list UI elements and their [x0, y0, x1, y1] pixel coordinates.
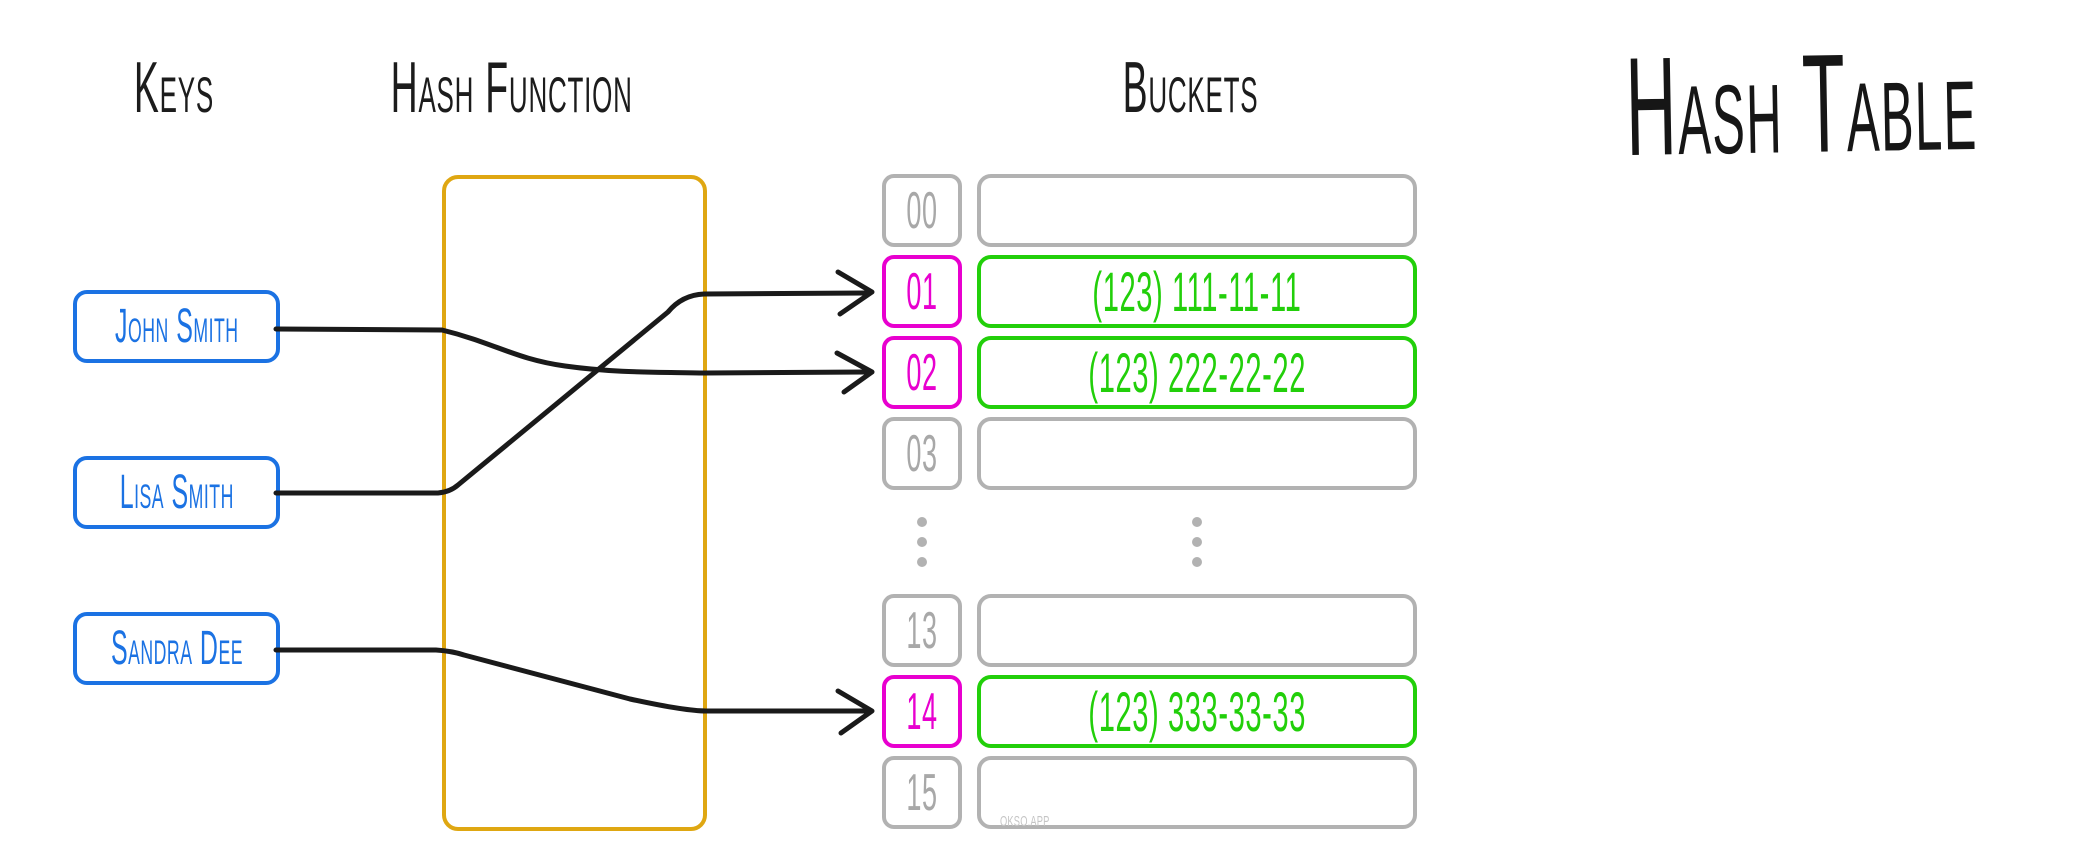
- key-label: Sandra Dee: [110, 622, 243, 675]
- ellipsis-dot: [917, 517, 927, 527]
- bucket-slot-00: [977, 174, 1417, 247]
- arrowhead-01: [835, 269, 875, 317]
- bucket-index-text: 15: [906, 763, 938, 822]
- bucket-value-text: (123) 222-22-22: [1088, 341, 1306, 404]
- bucket-index-01: 01: [882, 255, 962, 328]
- bucket-slot-15: [977, 756, 1417, 829]
- page-title: Hash Table: [1552, 22, 2052, 185]
- bucket-index-15: 15: [882, 756, 962, 829]
- bucket-slot-13: [977, 594, 1417, 667]
- watermark-text: OKSO.APP: [1000, 813, 1050, 830]
- ellipsis-dot: [1192, 517, 1202, 527]
- arrowhead-14: [835, 688, 875, 736]
- bucket-slot-14: (123) 333-33-33: [977, 675, 1417, 748]
- key-label: John Smith: [114, 300, 239, 353]
- bucket-slot-03: [977, 417, 1417, 490]
- hash-function-column-header: Hash Function: [342, 48, 682, 128]
- bucket-slot-02: (123) 222-22-22: [977, 336, 1417, 409]
- bucket-index-text: 00: [906, 181, 938, 240]
- hash-function-box: [442, 175, 707, 831]
- bucket-index-text: 03: [906, 424, 938, 483]
- keys-column-header: Keys: [74, 48, 274, 128]
- bucket-index-00: 00: [882, 174, 962, 247]
- page-title-text: Hash Table: [1624, 21, 1980, 186]
- hash-function-column-header-text: Hash Function: [391, 48, 633, 128]
- key-box-sandra-dee: Sandra Dee: [73, 612, 280, 685]
- ellipsis-dot: [917, 557, 927, 567]
- bucket-index-text: 01: [906, 262, 938, 321]
- bucket-index-text: 14: [906, 682, 938, 741]
- bucket-index-text: 13: [906, 601, 938, 660]
- key-box-john-smith: John Smith: [73, 290, 280, 363]
- ellipsis-dot: [1192, 537, 1202, 547]
- bucket-index-02: 02: [882, 336, 962, 409]
- bucket-index-03: 03: [882, 417, 962, 490]
- bucket-index-14: 14: [882, 675, 962, 748]
- bucket-value-text: (123) 333-33-33: [1088, 680, 1306, 743]
- ellipsis-dot: [1192, 557, 1202, 567]
- key-label: Lisa Smith: [119, 466, 234, 519]
- bucket-index-13: 13: [882, 594, 962, 667]
- ellipsis-dot: [917, 537, 927, 547]
- bucket-slot-01: (123) 111-11-11: [977, 255, 1417, 328]
- arrowhead-02: [834, 350, 875, 395]
- keys-column-header-text: Keys: [134, 48, 214, 128]
- watermark: OKSO.APP: [1000, 813, 1080, 830]
- buckets-column-header: Buckets: [1040, 48, 1340, 128]
- bucket-index-text: 02: [906, 343, 938, 402]
- buckets-column-header-text: Buckets: [1122, 48, 1258, 128]
- key-box-lisa-smith: Lisa Smith: [73, 456, 280, 529]
- bucket-value-text: (123) 111-11-11: [1092, 260, 1302, 323]
